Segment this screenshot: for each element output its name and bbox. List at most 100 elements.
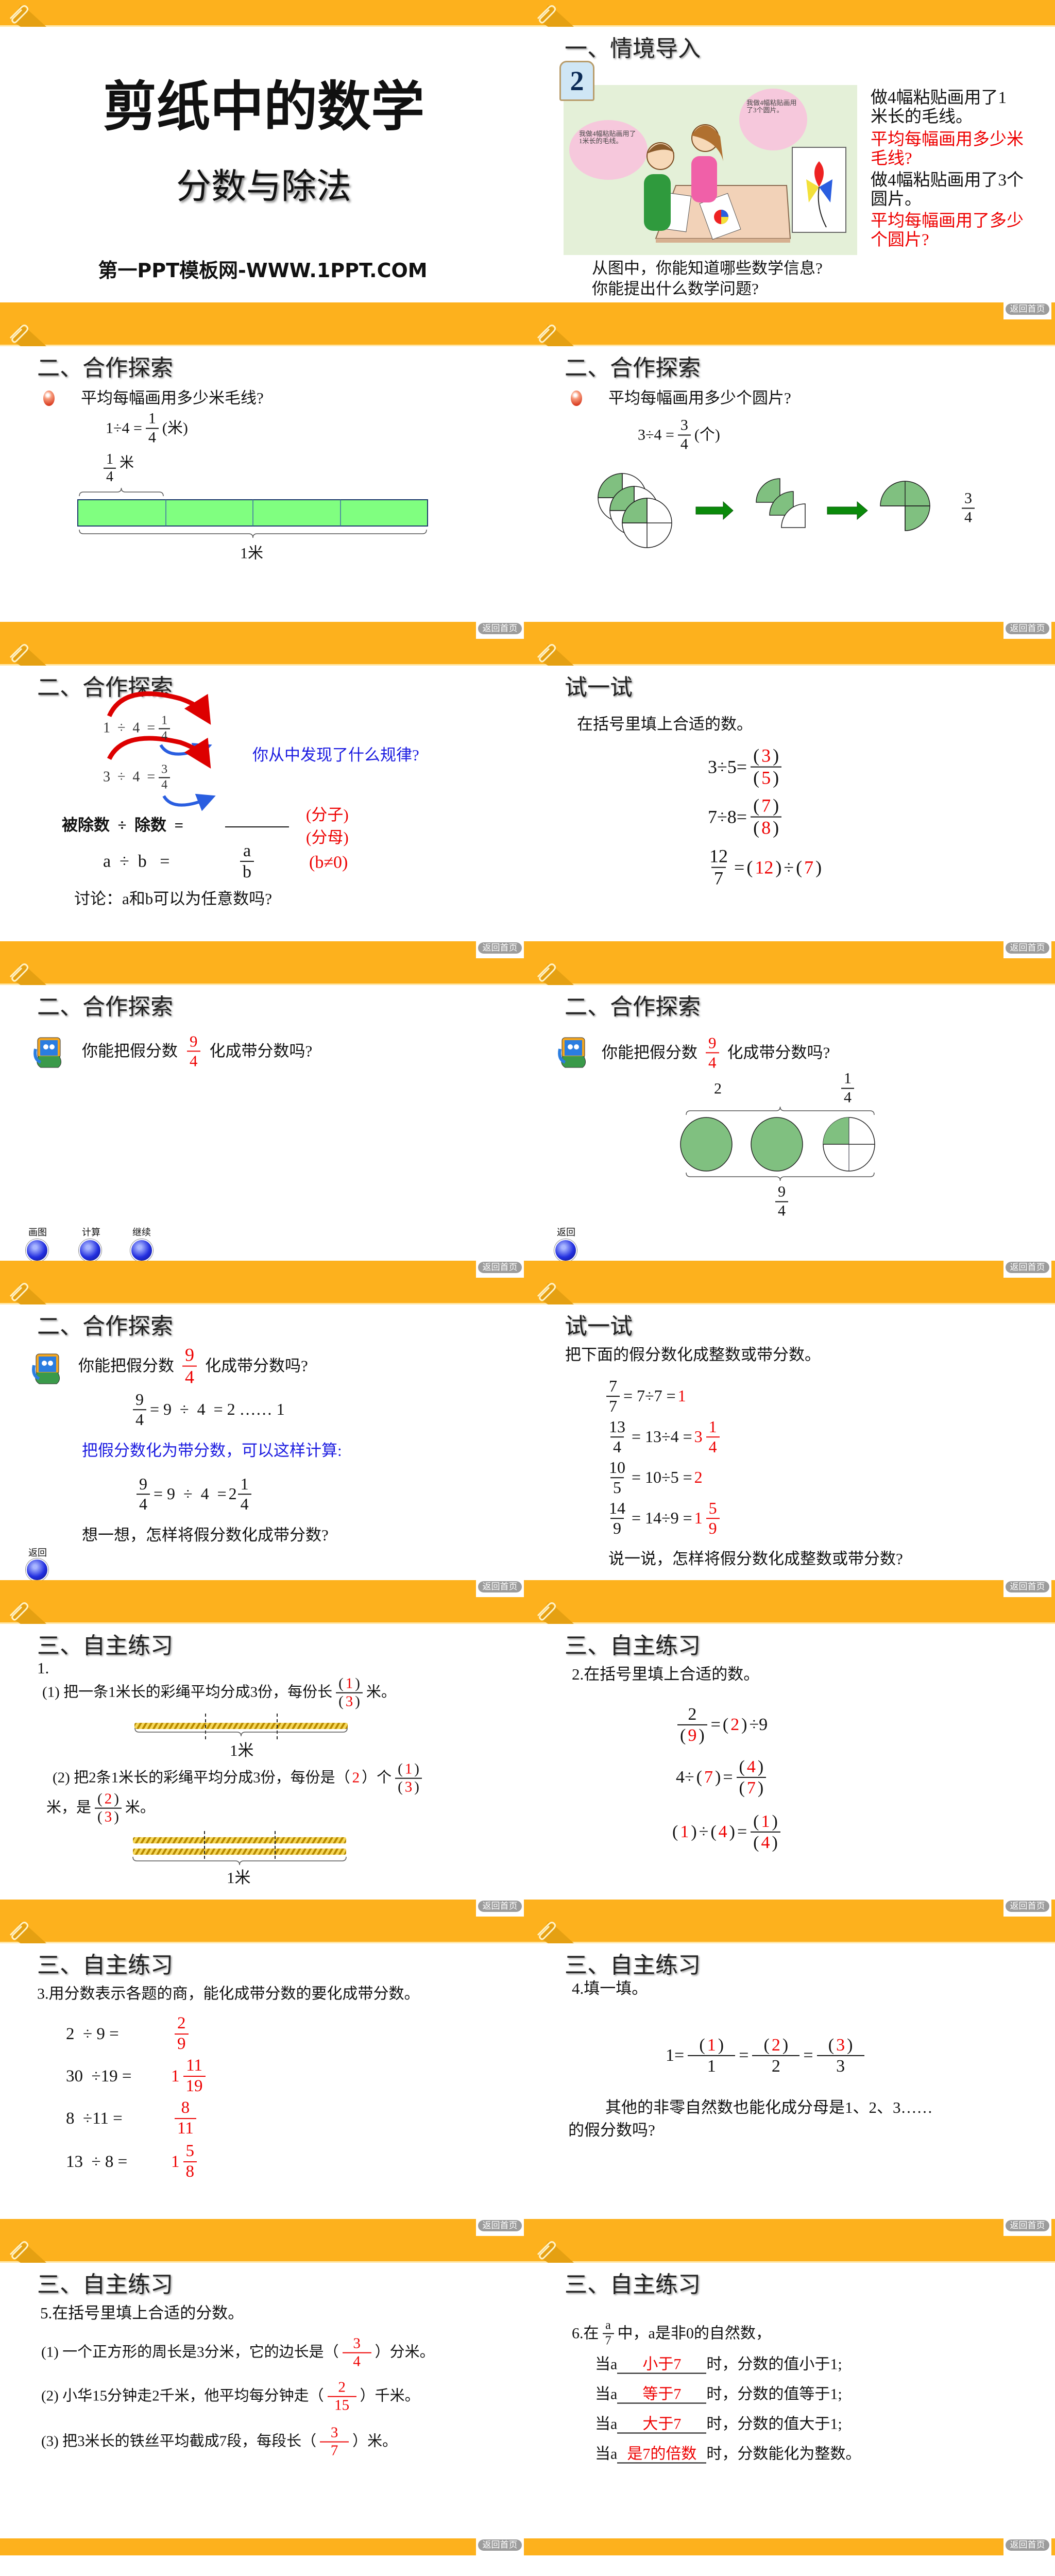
slide-title: 剪纸中的数学 分数与除法 第一PPT模板网-WWW.1PPT.COM	[0, 0, 528, 319]
slide-heading: 三、自主练习	[37, 1953, 173, 1978]
top-bar	[0, 0, 528, 27]
return-home-button[interactable]: 返回首页	[1006, 2539, 1049, 2551]
return-home-button[interactable]: 返回首页	[478, 2539, 522, 2551]
top-bar	[528, 2236, 1055, 2263]
return-button[interactable]	[554, 1239, 577, 1262]
slide-heading: 二、合作探索	[37, 1314, 173, 1339]
return-home-button[interactable]: 返回首页	[1006, 1901, 1049, 1912]
brace	[134, 1727, 348, 1737]
calculate-button[interactable]	[79, 1239, 101, 1262]
slide-heading: 三、自主练习	[565, 1633, 701, 1658]
bottom-bar	[0, 2219, 528, 2236]
prompt-question: 从图中，你能知道哪些数学信息?	[592, 259, 823, 277]
return-home-button[interactable]: 返回首页	[478, 942, 522, 954]
continue-button[interactable]	[130, 1239, 153, 1262]
return-home-button[interactable]: 返回首页	[478, 1901, 522, 1912]
continue-label: 继续	[132, 1227, 151, 1238]
website-footer: 第一PPT模板网-WWW.1PPT.COM	[98, 259, 428, 282]
return-home-button[interactable]: 返回首页	[478, 623, 522, 634]
paperclip-icon	[9, 644, 46, 666]
instruction: 把下面的假分数化成整数或带分数。	[565, 1345, 821, 1364]
draw-button[interactable]	[26, 1239, 48, 1262]
return-home-button[interactable]: 返回首页	[1006, 623, 1049, 634]
return-home-button[interactable]: 返回首页	[478, 2220, 522, 2231]
slide-practice-1: 三、自主练习 1. (1) 把一条1米长的彩绳平均分成3份，每份长 13 米。 …	[0, 1597, 528, 1917]
paperclip-icon	[9, 1602, 46, 1624]
question-line: 毛线?	[871, 149, 912, 168]
exercise-row: 3÷5= 35	[708, 745, 783, 789]
exercise-row: 1÷4= 14	[672, 1811, 782, 1853]
top-bar	[528, 639, 1055, 666]
denominator-label: (分母)	[306, 828, 349, 846]
wool-bar-diagram	[77, 487, 428, 538]
illustration-children-making-collage	[564, 85, 857, 255]
paperclip-icon	[537, 325, 574, 346]
exercise-number: 1.	[37, 1658, 49, 1677]
exercise-row: 127 = 12 ÷ 7	[705, 846, 822, 890]
return-home-button[interactable]: 返回首页	[1006, 942, 1049, 954]
bottom-bar	[528, 1900, 1055, 1917]
return-home-button[interactable]: 返回首页	[478, 1262, 522, 1273]
top-bar	[528, 1917, 1055, 1943]
return-home-button[interactable]: 返回首页	[1006, 1262, 1049, 1273]
slide-try-1: 试一试 在括号里填上合适的数。 3÷5= 35 7÷8= 78 127 = 12…	[528, 639, 1055, 958]
slide-context: 一、情境导入 2 我做4幅粘贴画用了1米长的毛线。 我做4幅粘贴画用了3个圆片。…	[528, 0, 1055, 319]
numerator-label: (分子)	[306, 805, 349, 824]
speech-bubble-discs: 我做4幅粘贴画用了3个圆片。	[746, 99, 797, 114]
return-home-button[interactable]: 返回首页	[1006, 1581, 1049, 1592]
discussion-question: 讨论：a和b可以为任意数吗?	[74, 889, 273, 908]
bottom-bar	[528, 302, 1055, 319]
paperclip-icon	[9, 1283, 46, 1304]
blue-arrow-icon	[162, 793, 216, 811]
formula-words: 被除数 ÷ 除数 =	[62, 816, 184, 834]
instruction: 3.用分数表示各题的商，能化成带分数的要化成带分数。	[37, 1985, 420, 2003]
paperclip-icon	[9, 5, 46, 27]
pattern-question: 你从中发现了什么规律?	[252, 745, 419, 764]
instruction: 4.填一填。	[572, 1979, 648, 1997]
question: 平均每幅画用多少个圆片?	[608, 388, 791, 407]
answer-blank: 是7的倍数	[617, 2446, 707, 2464]
question-line: 其他的非零自然数也能化成分母是1、2、3……	[605, 2098, 933, 2116]
info-line: 圆片。	[871, 190, 922, 209]
question: 平均每幅画用多少米毛线?	[81, 388, 264, 407]
prompt-question: 你能提出什么数学问题?	[592, 280, 759, 298]
paperclip-icon	[537, 1922, 574, 1943]
return-home-button[interactable]: 返回首页	[478, 1581, 522, 1592]
return-button[interactable]	[26, 1558, 48, 1581]
draw-label: 画图	[28, 1227, 47, 1238]
paperclip-icon	[9, 1922, 46, 1943]
brace	[686, 1172, 875, 1181]
bottom-bar	[0, 2538, 528, 2555]
info-line: 做4幅粘贴画用了3个	[871, 171, 1024, 190]
think-question: 想一想，怎样将假分数化成带分数?	[82, 1526, 329, 1544]
slide-heading: 三、自主练习	[565, 1953, 701, 1978]
return-home-button[interactable]: 返回首页	[1006, 303, 1049, 315]
return-home-button[interactable]: 返回首页	[1006, 2220, 1049, 2231]
rope	[134, 1723, 348, 1729]
top-bar	[0, 958, 528, 985]
brace	[79, 529, 427, 538]
top-bar	[0, 1278, 528, 1304]
top-bar	[528, 958, 1055, 985]
presentation-subtitle: 分数与除法	[176, 167, 351, 206]
slide-heading: 试一试	[565, 675, 633, 700]
